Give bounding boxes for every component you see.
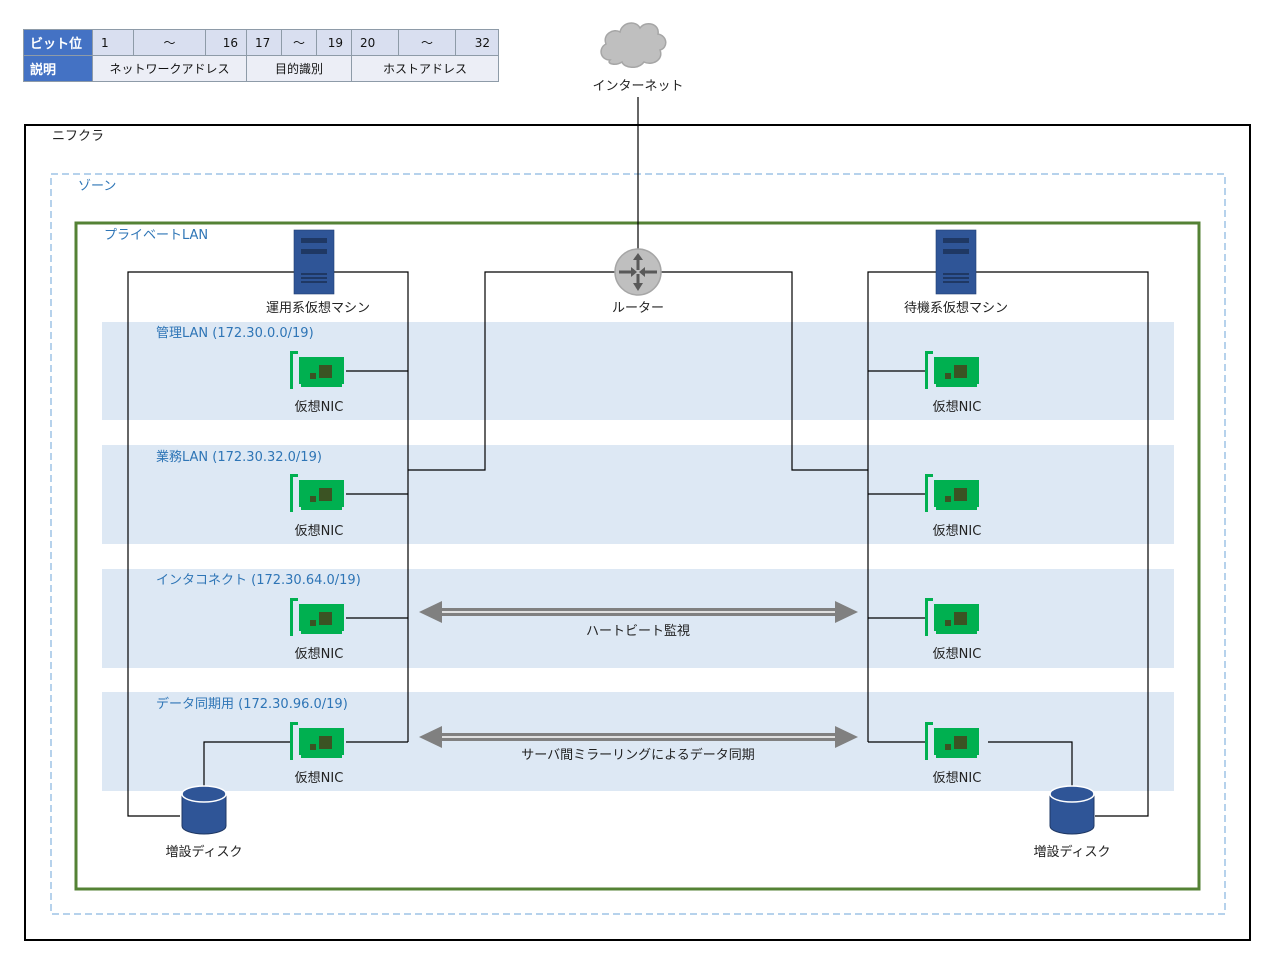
nic-label: 仮想NIC	[295, 523, 344, 539]
nic-label: 仮想NIC	[933, 646, 982, 662]
disk-icon	[181, 785, 227, 835]
network-band-mgmt	[102, 322, 1174, 420]
zone-label: ゾーン	[78, 179, 116, 194]
mirroring-arrow-icon	[419, 726, 858, 748]
nifcloud-label: ニフクラ	[52, 129, 104, 144]
network-label: 業務LAN (172.30.32.0/19)	[156, 449, 322, 465]
network-band-interconnect	[102, 569, 1174, 668]
nic-label: 仮想NIC	[295, 646, 344, 662]
description-cell: ホストアドレス	[351, 55, 499, 82]
nic-label: 仮想NIC	[933, 399, 982, 415]
nic-label: 仮想NIC	[933, 523, 982, 539]
bit-cell: 17	[246, 29, 282, 56]
mirroring-label: サーバ間ミラーリングによるデータ同期	[521, 747, 754, 763]
bit-cell: 19	[316, 29, 352, 56]
standby-disk-label: 増設ディスク	[1033, 844, 1110, 860]
disk-icon	[1049, 785, 1095, 835]
description-header: 説明	[23, 55, 93, 82]
network-label: インタコネクト (172.30.64.0/19)	[156, 573, 361, 588]
bit-cell: 〜	[281, 29, 317, 56]
connection-lines	[127, 97, 1149, 817]
nic-label: 仮想NIC	[933, 770, 982, 786]
network-label: データ同期用 (172.30.96.0/19)	[156, 696, 348, 712]
heartbeat-arrow-icon	[419, 601, 858, 623]
bit-position-table: ビット位 1 〜 16 17 〜 19 20 〜 32 説明 ネットワークアドレ…	[23, 29, 499, 82]
description-cell: 目的識別	[246, 55, 352, 82]
primary-disk-label: 増設ディスク	[165, 844, 242, 860]
bit-cell: 20	[351, 29, 399, 56]
cloud-icon	[600, 22, 667, 68]
standby-server-icon	[935, 229, 977, 295]
bit-cell: 16	[205, 29, 247, 56]
private-lan-label: プライベートLAN	[104, 228, 208, 243]
bit-cell: 〜	[133, 29, 206, 56]
internet-label: インターネット	[592, 79, 683, 94]
nic-label: 仮想NIC	[295, 770, 344, 786]
network-band-business	[102, 445, 1174, 544]
nic-label: 仮想NIC	[295, 399, 344, 415]
standby-server-label: 待機系仮想マシン	[904, 300, 1008, 316]
description-cell: ネットワークアドレス	[92, 55, 247, 82]
router-label: ルーター	[612, 301, 664, 316]
router-icon	[614, 248, 662, 296]
primary-server-label: 運用系仮想マシン	[266, 300, 370, 316]
bit-position-header: ビット位	[23, 29, 93, 56]
primary-server-icon	[293, 229, 335, 295]
heartbeat-label: ハートビート監視	[586, 623, 690, 639]
network-label: 管理LAN (172.30.0.0/19)	[156, 326, 314, 341]
